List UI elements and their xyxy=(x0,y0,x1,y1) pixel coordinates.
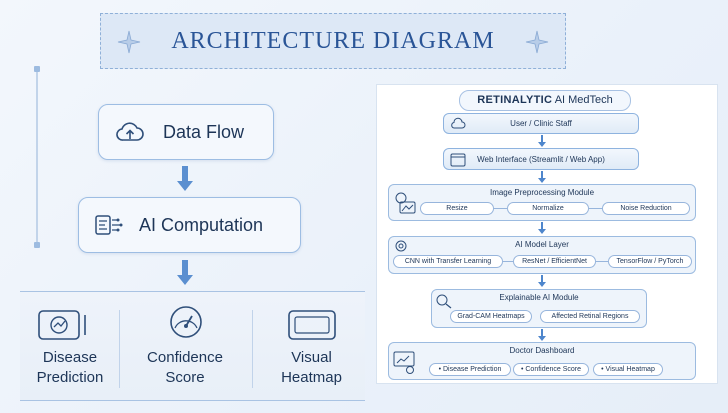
data-flow-label: Data Flow xyxy=(163,121,245,142)
brand-title: RETINALYTIC AI MedTech xyxy=(459,90,631,111)
output-visual-heatmap: Visual Heatmap xyxy=(258,292,365,402)
module-preprocessing: Image Preprocessing Module Resize Normal… xyxy=(388,184,696,221)
pill-retinal-regions: Affected Retinal Regions xyxy=(540,310,640,323)
output-label-line2: Score xyxy=(165,369,205,386)
cloud-upload-icon xyxy=(116,122,144,141)
chip-circuit-icon xyxy=(95,215,123,235)
line-cap xyxy=(34,66,40,72)
decorative-line xyxy=(36,68,38,246)
output-label-line2: Prediction xyxy=(36,369,104,386)
screen-icon xyxy=(288,310,336,340)
pill-resnet: ResNet / EfficientNet xyxy=(513,255,596,268)
outputs-panel: Disease Prediction Confidence Score Visu… xyxy=(20,291,365,401)
down-arrow-icon xyxy=(177,166,193,191)
line-cap xyxy=(34,242,40,248)
brand-name: RETINALYTIC xyxy=(477,94,553,106)
output-label-line1: Visual xyxy=(291,349,332,366)
module-title: AI Model Layer xyxy=(515,240,569,249)
down-arrow-icon xyxy=(177,260,193,285)
module-title: Explainable AI Module xyxy=(499,293,579,302)
architecture-panel: RETINALYTIC AI MedTech User / Clinic Sta… xyxy=(376,84,718,384)
node-label: User / Clinic Staff xyxy=(510,119,572,128)
node-web-interface: Web Interface (Streamlit / Web App) xyxy=(443,148,639,170)
pill-normalize: Normalize xyxy=(507,202,589,215)
output-confidence-score: Confidence Score xyxy=(132,292,238,402)
down-arrow-icon xyxy=(538,135,546,147)
divider xyxy=(252,310,253,388)
pill-gradcam: Grad-CAM Heatmaps xyxy=(450,310,532,323)
down-arrow-icon xyxy=(538,171,546,183)
output-label-line2: Heatmap xyxy=(281,369,342,386)
sparkle-icon xyxy=(525,30,549,54)
output-label-line1: Confidence xyxy=(147,349,223,366)
node-user: User / Clinic Staff xyxy=(443,113,639,134)
pill-visual-heatmap: • Visual Heatmap xyxy=(593,363,663,376)
monitor-chart-icon xyxy=(38,310,86,340)
pill-cnn: CNN with Transfer Learning xyxy=(393,255,503,268)
down-arrow-icon xyxy=(538,275,546,287)
output-label-line1: Disease xyxy=(42,349,98,366)
page-title: ARCHITECTURE DIAGRAM xyxy=(171,27,495,54)
module-explainable-ai: Explainable AI Module Grad-CAM Heatmaps … xyxy=(431,289,647,328)
pill-disease-prediction: • Disease Prediction xyxy=(429,363,511,376)
down-arrow-icon xyxy=(538,222,546,234)
divider xyxy=(119,310,120,388)
module-title: Image Preprocessing Module xyxy=(489,188,595,197)
cloud-icon xyxy=(451,117,466,129)
gauge-icon xyxy=(170,306,202,338)
brain-gear-icon xyxy=(395,240,407,252)
sparkle-icon xyxy=(117,30,141,54)
node-label: Web Interface (Streamlit / Web App) xyxy=(477,154,605,164)
pill-resize: Resize xyxy=(420,202,494,215)
brand-suffix: AI MedTech xyxy=(554,94,613,106)
image-settings-icon xyxy=(395,192,416,214)
dashboard-icon xyxy=(393,351,415,374)
connector xyxy=(596,261,608,262)
module-ai-model: AI Model Layer CNN with Transfer Learnin… xyxy=(388,236,696,274)
down-arrow-icon xyxy=(538,329,546,341)
browser-icon xyxy=(450,153,466,167)
connector xyxy=(503,261,513,262)
ai-computation-box: AI Computation xyxy=(78,197,301,253)
pill-confidence-score: • Confidence Score xyxy=(513,363,589,376)
pill-frameworks: TensorFlow / PyTorch xyxy=(608,255,692,268)
ai-computation-label: AI Computation xyxy=(139,214,264,235)
data-flow-box: Data Flow xyxy=(98,104,274,160)
connector xyxy=(493,208,507,209)
pill-noise-reduction: Noise Reduction xyxy=(602,202,690,215)
search-chart-icon xyxy=(436,294,452,309)
module-doctor-dashboard: Doctor Dashboard • Disease Prediction • … xyxy=(388,342,696,380)
connector xyxy=(589,208,603,209)
title-banner: ARCHITECTURE DIAGRAM xyxy=(100,13,566,69)
output-disease-prediction: Disease Prediction xyxy=(20,292,120,402)
module-title: Doctor Dashboard xyxy=(509,346,575,355)
